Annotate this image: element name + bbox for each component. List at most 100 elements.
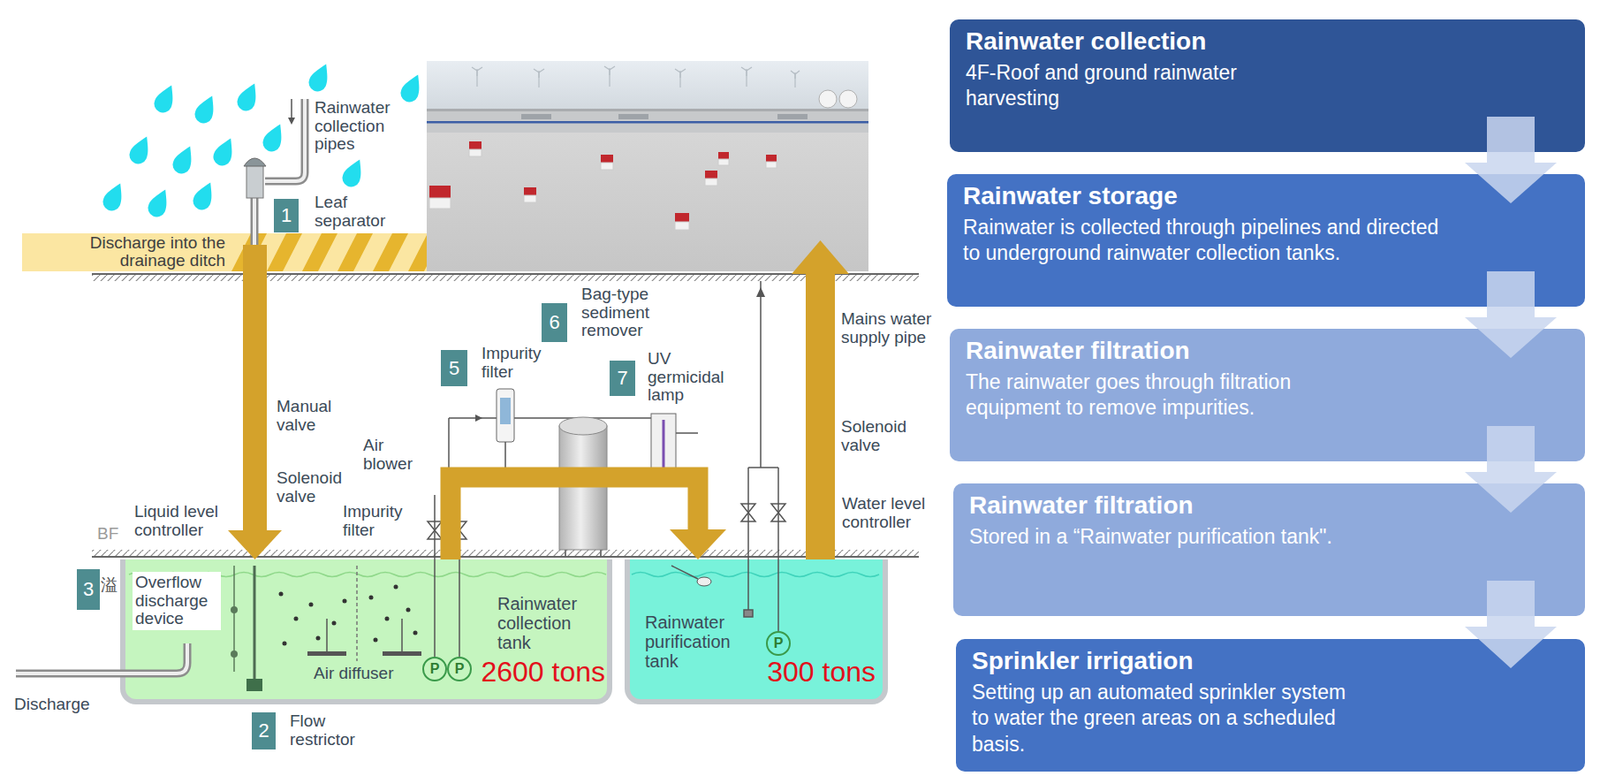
pump-pipes xyxy=(427,467,786,657)
leaf-separator xyxy=(243,158,266,167)
callout-number: 7 xyxy=(609,360,636,396)
text-slot: 300 tons xyxy=(743,656,876,688)
part-label: Impurity filter xyxy=(481,344,563,381)
step-heading: Sprinkler irrigation xyxy=(971,645,1361,676)
roof-block xyxy=(429,185,451,198)
ground-line xyxy=(91,273,919,281)
pump-letter: P xyxy=(424,658,446,680)
part-label: Leaf separator xyxy=(314,193,408,230)
roof-photo xyxy=(839,90,857,108)
drainage-stripes xyxy=(408,233,444,272)
step-body: Rainwater is collected through pipelines… xyxy=(963,214,1458,268)
pump-symbol: P xyxy=(765,630,791,656)
label-slot: Air diffuser xyxy=(313,664,447,683)
pump-symbol: P xyxy=(447,656,472,682)
text-slot: Rainwater collection tank xyxy=(497,593,595,653)
filter-equipment xyxy=(559,417,607,435)
roof-photo xyxy=(745,68,747,87)
tank-interior xyxy=(279,584,418,646)
drainage-stripes xyxy=(266,233,303,272)
roof-photo xyxy=(471,67,478,71)
tank-interior xyxy=(307,651,422,656)
collection-pipe xyxy=(288,117,296,125)
roof-photo xyxy=(679,70,681,88)
overflow-pipe xyxy=(15,643,188,674)
tank-interior xyxy=(128,565,880,691)
rain-drop xyxy=(151,81,180,115)
pump-pipes xyxy=(433,494,436,657)
step-body: The rainwater goes through filtration eq… xyxy=(965,369,1381,423)
tank-interior xyxy=(394,584,399,590)
roof-photo xyxy=(533,68,539,73)
tank-interior xyxy=(631,572,880,577)
collection-pipe xyxy=(250,197,259,245)
process-box: Rainwater storageRainwater is collected … xyxy=(947,174,1585,307)
part-label: Rainwater collection pipes xyxy=(314,98,408,154)
drainage-stripes xyxy=(231,233,444,272)
drainage-stripes xyxy=(337,233,373,272)
roof-photo xyxy=(426,121,869,124)
roof-photo xyxy=(426,132,869,272)
drainage-stripes xyxy=(231,233,267,272)
callout-number: 6 xyxy=(541,303,568,342)
label-slot: Liquid level controller xyxy=(134,502,228,539)
label-slot: Overflow discharge device xyxy=(132,571,221,630)
text-slot: Rainwater purification tank xyxy=(644,612,759,671)
rain-drop xyxy=(234,79,263,114)
process-box: Sprinkler irrigationSetting up an automa… xyxy=(955,638,1585,772)
roof-block xyxy=(718,159,729,166)
mains-pipe xyxy=(756,287,766,297)
tank-interior xyxy=(253,565,257,679)
tank-interior xyxy=(316,636,321,641)
label-slot: UV germicidal lamp xyxy=(647,349,741,405)
text-slot: 2600 tons xyxy=(478,656,606,688)
supply-arrow xyxy=(791,240,850,274)
block-arrow xyxy=(1464,580,1557,668)
supply-arrow xyxy=(805,273,835,560)
tank-interior xyxy=(230,606,238,614)
filter-equipment xyxy=(559,425,607,550)
leaf-separator xyxy=(243,158,266,198)
process-box: Rainwater filtrationStored in a “Rainwat… xyxy=(953,483,1585,616)
step-heading: Rainwater collection xyxy=(965,26,1302,57)
arrow-shaft xyxy=(450,477,698,560)
roof-photo xyxy=(679,72,681,78)
collection-pipe xyxy=(265,98,305,182)
label-slot: Water level controller xyxy=(841,494,941,531)
mains-pipe xyxy=(756,280,766,468)
label-slot: Flow restrictor xyxy=(289,712,379,749)
part-label: Mains water supply pipe xyxy=(841,310,942,347)
filter-equipment xyxy=(675,432,698,434)
filter-equipment xyxy=(447,417,450,468)
block-arrow xyxy=(1464,271,1557,358)
part-label: Bag-type sediment remover xyxy=(581,285,670,341)
label-slot: BF xyxy=(97,524,129,544)
pump-pipes xyxy=(771,503,786,522)
label-slot: Air blower xyxy=(363,436,427,473)
step-arrow xyxy=(1464,580,1557,668)
part-label: Solenoid valve xyxy=(841,417,930,455)
collection-pipe xyxy=(254,98,305,245)
overflow-pipe xyxy=(15,643,188,674)
step-body: 4F-Roof and ground rainwater harvesting xyxy=(965,60,1302,114)
roof-block xyxy=(600,154,614,163)
rain-drop xyxy=(191,91,220,126)
drainage-stripes xyxy=(372,233,409,272)
filter-equipment xyxy=(496,388,515,442)
roof-photo xyxy=(794,74,796,79)
pump-pipes xyxy=(458,494,461,657)
overflow-pipe xyxy=(15,643,188,674)
label-slot: Mains water supply pipe xyxy=(841,310,942,347)
part-label: Manual valve xyxy=(276,397,349,434)
pump-pipes xyxy=(743,609,753,617)
roof-photo xyxy=(746,67,752,71)
basement-floor-line xyxy=(91,549,919,556)
roof-photo xyxy=(471,66,800,88)
roof-block xyxy=(674,212,690,222)
label-slot: 溢 xyxy=(100,576,121,595)
step-heading: Rainwater filtration xyxy=(969,490,1350,521)
roof-photo xyxy=(818,90,837,108)
rain-drop xyxy=(259,120,289,154)
part-label: UV germicidal lamp xyxy=(647,349,741,405)
